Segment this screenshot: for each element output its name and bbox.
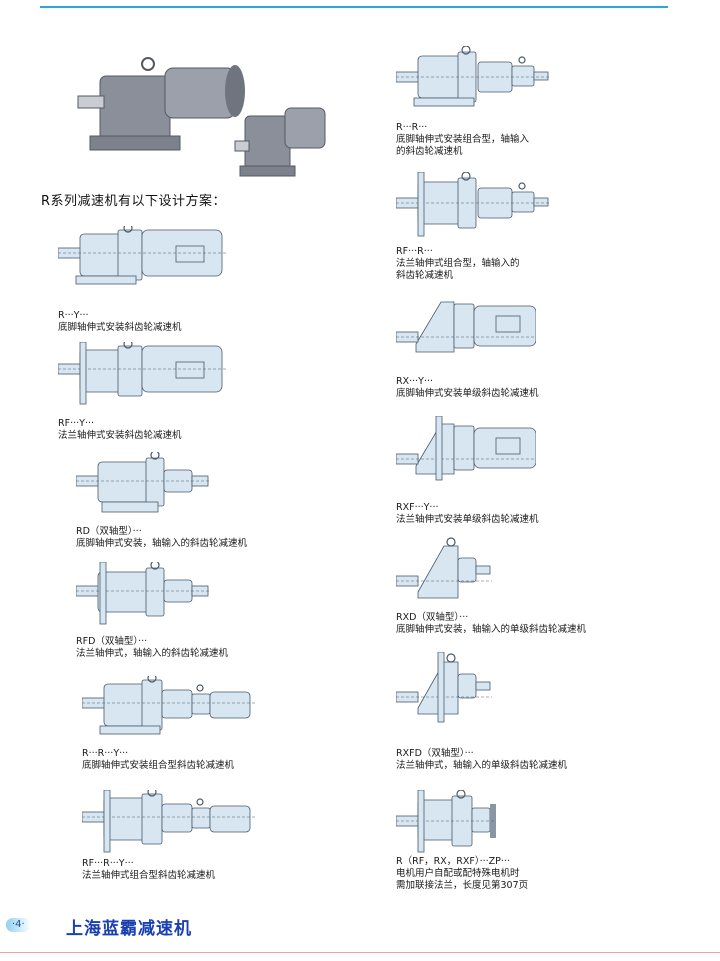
model-code: RD（双轴型）··· [76,526,142,537]
model-code: RFD（双轴型）··· [76,636,148,647]
model-description: 底脚轴伸式安装组合型，轴输入 [396,134,530,145]
model-code: R（RF，RX，RXF）···ZP··· [396,856,510,867]
product-photo [77,57,326,177]
model-description: 底脚轴伸式安装组合型斜齿轮减速机 [82,760,235,771]
model-code: RF···Y··· [58,418,94,429]
top-rule [40,6,668,8]
model-code: R···R···Y··· [82,748,129,759]
model-description: 斜齿轮减速机 [396,270,454,281]
model-description: 法兰轴伸式，轴输入的单级斜齿轮减速机 [396,760,568,771]
model-description: 底脚轴伸式安装单级斜齿轮减速机 [396,388,539,399]
page-number: ·4· [6,918,31,932]
model-code: RF···R···Y··· [82,858,134,869]
gear-drawing [82,790,257,853]
gear-drawing [396,172,551,237]
model-description: 底脚轴伸式安装斜齿轮减速机 [58,322,182,333]
model-code: RXF···Y··· [396,502,439,513]
gear-drawing [82,676,257,735]
model-description: 法兰轴伸式安装斜齿轮减速机 [58,430,182,441]
model-description: 法兰轴伸式组合型，轴输入的 [396,258,520,269]
model-code: RXD（双轴型）··· [396,612,469,623]
model-description: 需加联接法兰，长度见第307页 [396,880,529,891]
model-code: RX···Y··· [396,376,434,387]
model-description: 的斜齿轮减速机 [396,146,463,157]
gear-drawing [76,562,211,625]
model-code: RXFD（双轴型）··· [396,748,474,759]
model-description: 底脚轴伸式安装，轴输入的斜齿轮减速机 [76,538,248,549]
model-description: 底脚轴伸式安装，轴输入的单级斜齿轮减速机 [396,624,587,635]
model-code: R···R··· [396,122,428,133]
gear-drawing [58,342,228,405]
gear-drawing [396,416,536,481]
gear-drawing [396,652,492,723]
gear-drawing [396,790,496,853]
brand-name: 上海蓝霸减速机 [66,919,192,939]
model-code: R···Y··· [58,310,89,321]
model-description: 法兰轴伸式安装单级斜齿轮减速机 [396,514,539,525]
gear-drawing [396,537,492,599]
model-code: RF···R··· [396,246,433,257]
bottom-rule [0,952,720,953]
model-description: 电机用户自配或配特殊电机时 [396,868,520,879]
gear-drawing [396,301,536,353]
gear-drawing [58,226,228,285]
gear-drawing [76,452,211,513]
model-description: 法兰轴伸式，轴输入的斜齿轮减速机 [76,648,229,659]
model-description: 法兰轴伸式组合型斜齿轮减速机 [82,870,216,881]
gear-drawing [396,46,551,107]
intro-text: R系列减速机有以下设计方案： [41,194,227,209]
